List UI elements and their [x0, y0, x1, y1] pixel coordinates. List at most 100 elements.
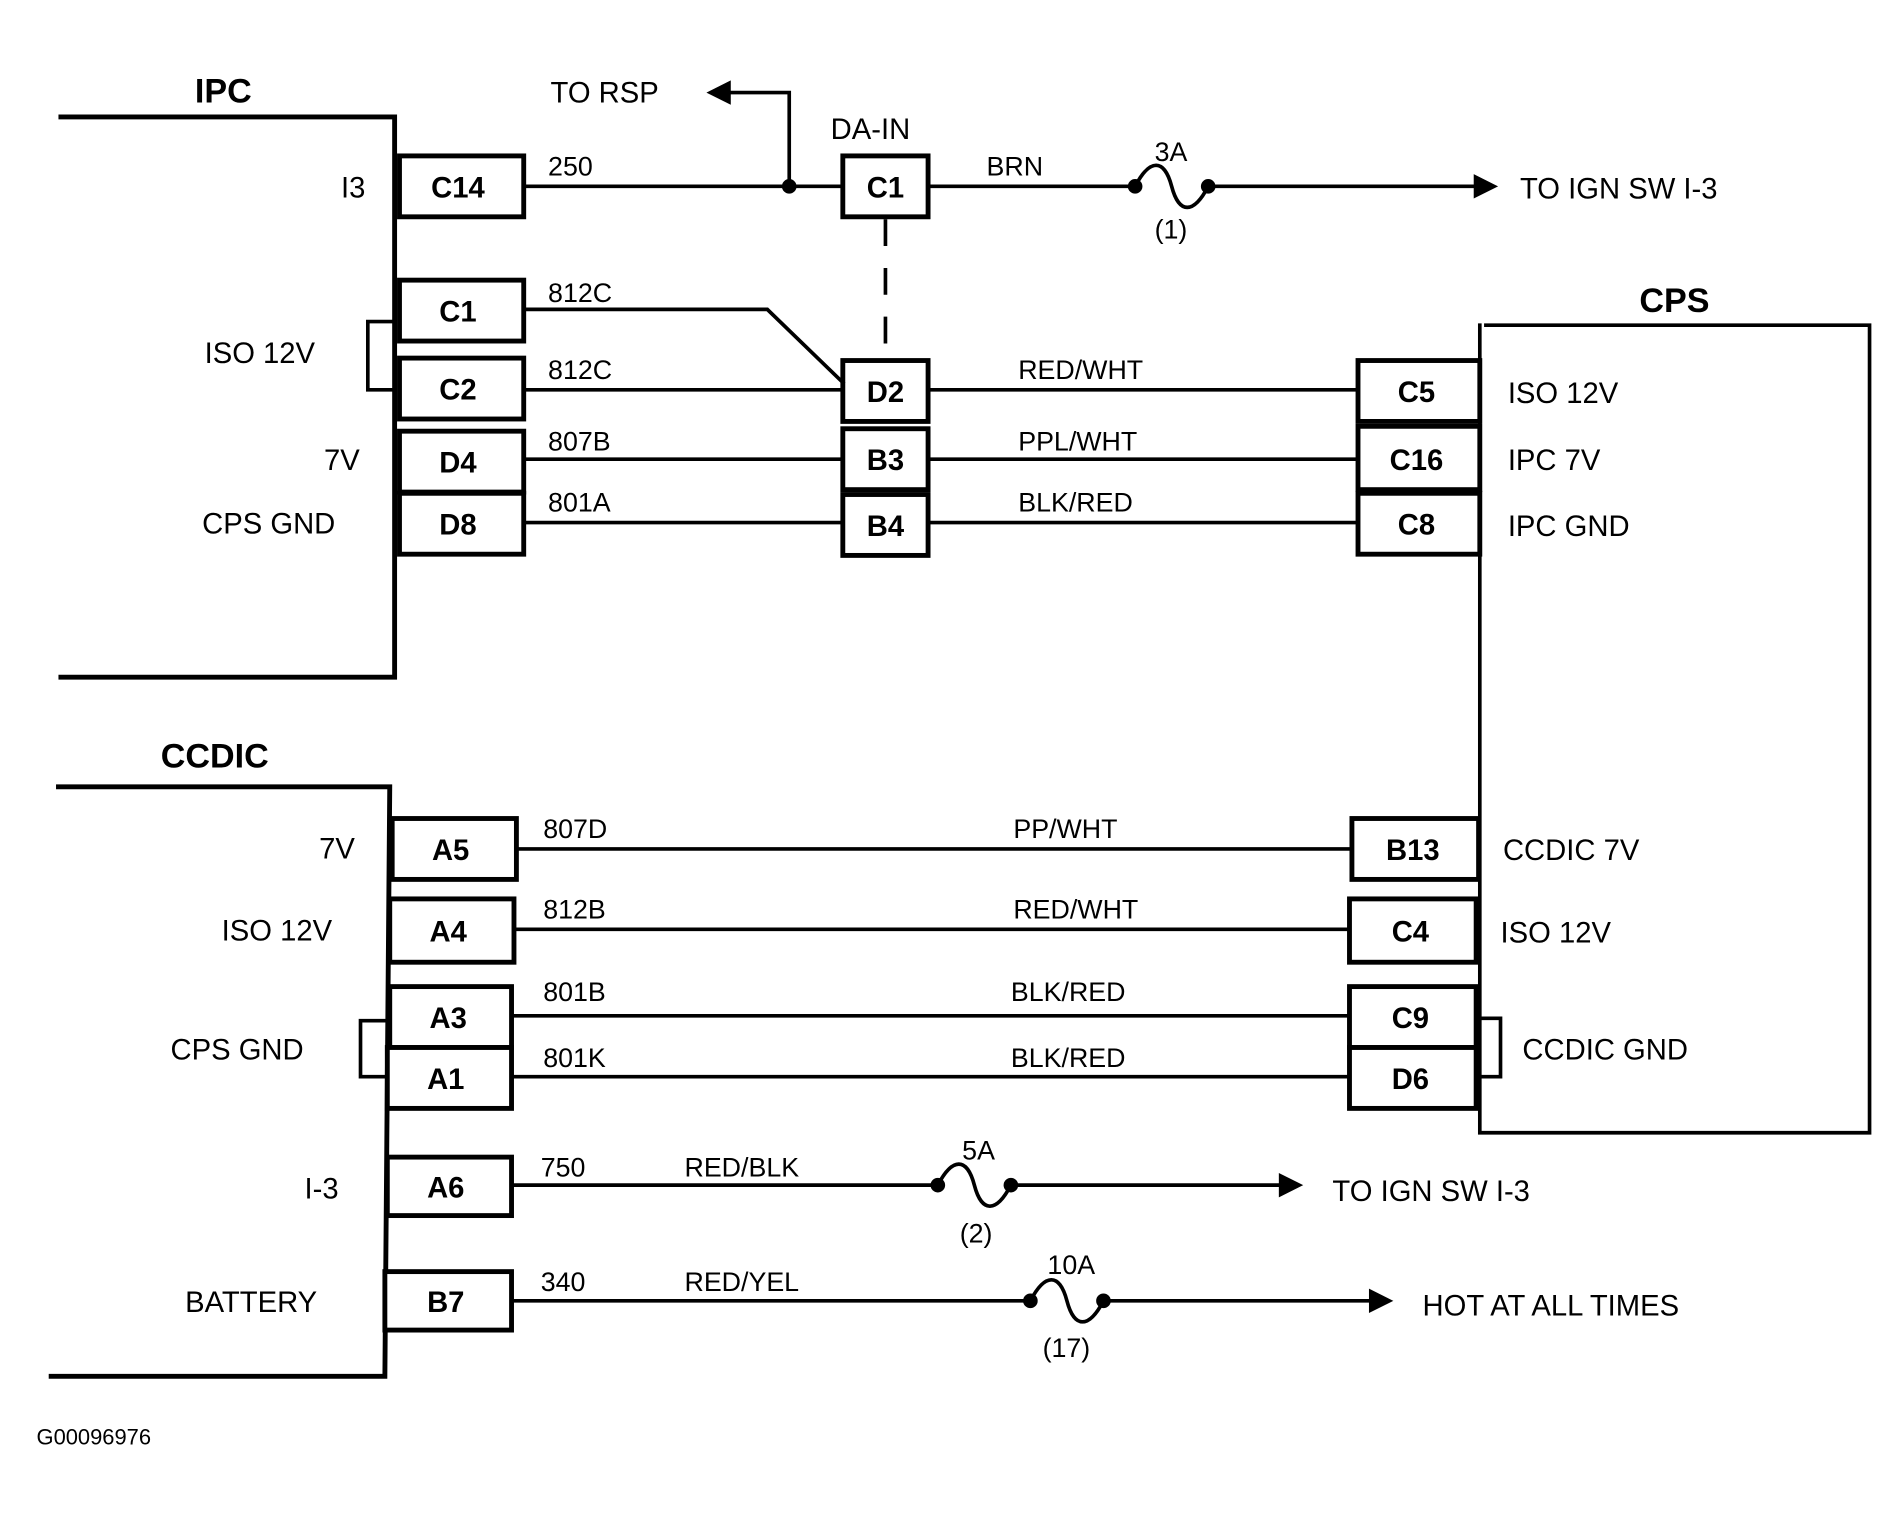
dest-to-rsp: TO RSP	[551, 77, 659, 109]
ccdic-pin-a4-label: A4	[430, 917, 468, 949]
ipc-pin-c14-label: C14	[431, 172, 485, 204]
ipc-pin-c1-label: C1	[439, 297, 476, 329]
cps-pin-c4	[1347, 896, 1479, 965]
ccdic-func-7v: 7V	[319, 834, 355, 866]
cps-func-ipc-gnd: IPC GND	[1508, 511, 1630, 543]
wire-ppl-wht-color: PPL/WHT	[1018, 427, 1137, 457]
ipc-wiring: 250 TO RSP BRN 3A (1) TO IGN SW I-3 812C…	[521, 77, 1718, 525]
wire-801b-color: BLK/RED	[1011, 977, 1126, 1007]
cps-func-ipc7v: IPC 7V	[1508, 445, 1601, 477]
dest-hot-at-all-times: HOT AT ALL TIMES	[1423, 1290, 1680, 1322]
ipc-module: IPC I3 ISO 12V 7V CPS GND C14 C1 C2 D4 D…	[58, 72, 527, 680]
fuse-rating: 3A	[1155, 137, 1188, 167]
arrow-right-icon	[1473, 174, 1499, 199]
wire-807d-color: PP/WHT	[1013, 814, 1117, 844]
ccdic-wiring: 807D PP/WHT 812B RED/WHT 801B BLK/RED 80…	[509, 814, 1680, 1363]
da-in-pin-b4-label: B4	[867, 511, 905, 543]
wire-807d-circuit: 807D	[543, 814, 607, 844]
ipc-func-iso12v: ISO 12V	[205, 338, 316, 370]
ccdic-pin-a6-label: A6	[427, 1172, 464, 1204]
cps-func-iso12v-2: ISO 12V	[1501, 918, 1612, 950]
ccdic-func-battery: BATTERY	[185, 1287, 317, 1319]
da-in-title: DA-IN	[831, 114, 911, 146]
wire-340-color: RED/YEL	[684, 1267, 799, 1297]
ipc-title: IPC	[195, 72, 252, 110]
ccdic-module: CCDIC 7V A5 ISO 12V A4 CPS GND A3 A1 I-3…	[48, 737, 519, 1379]
ipc-pin-d8-label: D8	[439, 510, 476, 542]
cps-pin-c16	[1355, 423, 1483, 493]
wire-801k-circuit: 801K	[543, 1043, 606, 1073]
ccdic-pin-b7-label: B7	[427, 1287, 464, 1319]
fuse-3a: 3A (1)	[1127, 137, 1216, 245]
cps-pin-c5-label: C5	[1398, 377, 1435, 409]
cps-gnd-bracket	[1477, 1016, 1503, 1079]
ccdic-pin-a6	[384, 1154, 514, 1219]
wire-801b-circuit: 801B	[543, 977, 606, 1007]
da-in-pin-d2-label: D2	[867, 377, 904, 409]
ccdic-pin-a5-label: A5	[432, 835, 469, 867]
arrow-right-icon	[1368, 1288, 1394, 1314]
cps-pin-c9-label: C9	[1392, 1003, 1429, 1035]
cps-pin-b13	[1349, 816, 1482, 882]
cps-func-ccdic7v: CCDIC 7V	[1503, 835, 1640, 867]
fuse-number: (1)	[1155, 215, 1188, 245]
dest-to-ign-2: TO IGN SW I-3	[1332, 1176, 1530, 1208]
fuse-number: (2)	[960, 1218, 993, 1248]
wire-red-wht-1-color: RED/WHT	[1018, 355, 1143, 385]
fuse-10a: 10A (17)	[1023, 1250, 1111, 1363]
ccdic-gnd-bracket	[358, 1018, 390, 1079]
cps-title: CPS	[1639, 282, 1709, 320]
ipc-outline	[58, 114, 398, 680]
wire-blk-red-1-color: BLK/RED	[1018, 488, 1133, 518]
wire-812c-2-circuit: 812C	[548, 355, 612, 385]
cps-pin-b13-label: B13	[1386, 835, 1440, 867]
ccdic-title: CCDIC	[161, 737, 269, 775]
wire-807b-circuit: 807B	[548, 427, 611, 457]
fuse-rating: 10A	[1047, 1250, 1095, 1280]
wire-250-circuit: 250	[548, 151, 593, 181]
fuse-number: (17)	[1043, 1333, 1091, 1363]
fuse-rating: 5A	[962, 1136, 995, 1166]
wire-brn-color: BRN	[987, 151, 1044, 181]
wire-812c-1-circuit: 812C	[548, 278, 612, 308]
fuse-icon	[1027, 1278, 1106, 1324]
ccdic-pin-a1-label: A1	[427, 1064, 464, 1096]
ccdic-func-iso12v: ISO 12V	[222, 915, 333, 947]
wire-340-circuit: 340	[541, 1267, 586, 1297]
figure-id: G00096976	[37, 1425, 152, 1450]
ipc-func-i3: I3	[341, 172, 365, 204]
fuse-5a: 5A (2)	[930, 1136, 1019, 1248]
ccdic-func-i3: I-3	[304, 1174, 338, 1206]
fuse-icon	[935, 1162, 1014, 1208]
cps-func-ccdic-gnd: CCDIC GND	[1522, 1035, 1688, 1067]
cps-pin-c8	[1355, 490, 1483, 557]
ipc-iso-bracket	[365, 319, 397, 392]
ccdic-func-cps-gnd: CPS GND	[171, 1035, 304, 1067]
fuse-icon	[1132, 163, 1211, 209]
cps-pin-d6-label: D6	[1392, 1064, 1429, 1096]
da-in-pin-b4	[840, 492, 931, 558]
cps-pin-c5	[1355, 358, 1483, 424]
cps-func-iso12v: ISO 12V	[1508, 378, 1619, 410]
wire-812b-color: RED/WHT	[1013, 894, 1138, 924]
da-in-pin-b3-label: B3	[867, 445, 904, 477]
arrow-right-icon	[1278, 1172, 1304, 1198]
wire-750-color: RED/BLK	[684, 1153, 799, 1183]
ipc-pin-c2	[397, 355, 527, 422]
wire-812c-1	[521, 307, 846, 386]
da-in-pin-b3	[840, 426, 931, 493]
arrow-left-icon	[706, 80, 731, 105]
cps-pin-c16-label: C16	[1390, 445, 1444, 477]
ipc-func-7v: 7V	[324, 445, 360, 477]
wire-801k-color: BLK/RED	[1011, 1043, 1126, 1073]
da-in-pin-c1-label: C1	[867, 172, 904, 204]
dest-to-ign-1: TO IGN SW I-3	[1520, 174, 1718, 206]
ipc-func-cps-gnd: CPS GND	[202, 508, 335, 540]
cps-pin-c4-label: C4	[1392, 917, 1430, 949]
ccdic-pin-a3-label: A3	[430, 1003, 467, 1035]
cps-module: CPS C5 ISO 12V C16 IPC 7V C8 IPC GND B13…	[1347, 282, 1872, 1135]
wire-812b-circuit: 812B	[543, 894, 606, 924]
wire-to-rsp	[726, 90, 792, 189]
wire-801a-circuit: 801A	[548, 488, 611, 518]
